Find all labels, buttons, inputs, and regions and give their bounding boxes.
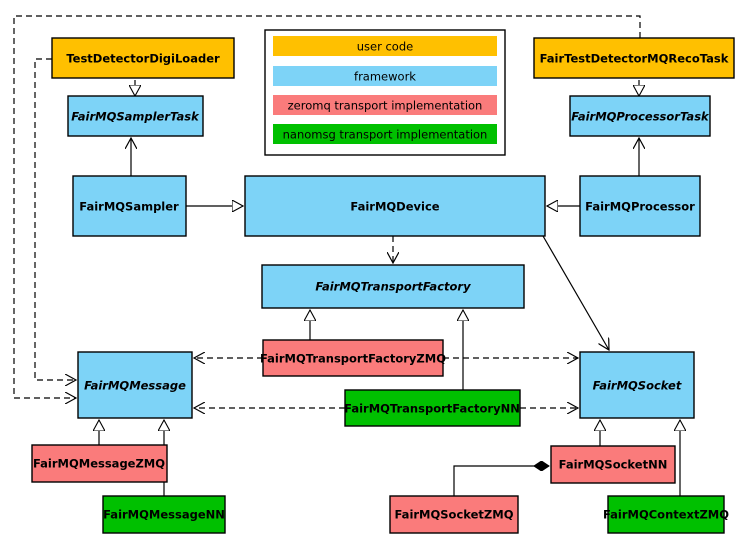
legend-swatch-nanomsg [273,124,497,144]
node-fairmqsocket[interactable]: FairMQSocket [579,351,695,419]
node-label: FairMQProcessor [585,200,695,214]
node-box[interactable] [72,175,187,237]
node-box[interactable] [261,264,525,309]
node-layer: TestDetectorDigiLoader FairTestDetectorM… [31,37,735,534]
node-fairmqmessagenn[interactable]: FairMQMessageNN [102,495,226,534]
legend: user code framework zeromq transport imp… [264,29,506,156]
legend-swatch-user-code [273,36,497,56]
node-box[interactable] [51,37,235,79]
node-box[interactable] [102,495,226,534]
node-label: FairMQMessage [84,379,186,393]
edge-device-to-socket [542,235,609,350]
legend-label-zeromq: zeromq transport implementation [288,99,483,113]
node-label: FairMQSocket [593,379,682,393]
node-label: TestDetectorDigiLoader [66,52,220,66]
node-box[interactable] [579,175,701,237]
node-label: FairTestDetectorMQRecoTask [540,52,729,66]
legend-label-framework: framework [354,70,416,84]
node-box[interactable] [262,339,444,377]
node-fairmqsampler[interactable]: FairMQSampler [72,175,187,237]
node-fairmqmessage[interactable]: FairMQMessage [77,351,193,419]
node-label: FairMQContextZMQ [603,508,729,522]
node-label: FairMQSocketNN [559,458,668,472]
node-fairmqprocessor[interactable]: FairMQProcessor [579,175,701,237]
node-fairmqsocketzmq[interactable]: FairMQSocketNN [550,445,676,484]
node-label: FairMQTransportFactory [315,280,471,294]
node-box[interactable] [67,95,204,137]
node-fairmqtransportfactory[interactable]: FairMQTransportFactory [261,264,525,309]
node-box[interactable] [607,495,725,534]
node-label: FairMQTransportFactoryNN [344,402,520,416]
node-box[interactable] [533,37,735,79]
edge-socketzmq-composition-contextzmq [453,466,549,496]
node-label: FairMQMessageNN [103,508,225,522]
legend-label-user-code: user code [357,40,413,54]
node-box[interactable] [344,389,521,427]
legend-swatch-zeromq [273,95,497,115]
node-label: FairMQDevice [350,200,439,214]
node-box[interactable] [244,175,546,237]
node-box[interactable] [569,95,711,137]
edge-recotask-to-message [13,15,641,398]
node-fairmqdevice[interactable]: FairMQDevice [244,175,546,237]
node-testdetectordigiloader[interactable]: TestDetectorDigiLoader [51,37,235,79]
node-fairmqprocessortask[interactable]: FairMQProcessorTask [569,95,711,137]
node-fairmqtransportfactoryzmq[interactable]: FairMQTransportFactoryZMQ [260,339,446,377]
node-fairmqtransportfactorynn[interactable]: FairMQTransportFactoryNN [344,389,521,427]
node-fairmqsamplertask[interactable]: FairMQSamplerTask [67,95,204,137]
edge-layer [13,15,680,496]
node-label: FairMQProcessorTask [571,110,710,124]
node-box[interactable] [77,351,193,419]
node-box[interactable] [550,445,676,484]
node-box[interactable] [31,444,168,483]
node-fairmqmessagezmq[interactable]: FairMQMessageZMQ [31,444,168,483]
node-box[interactable] [389,495,519,534]
node-label: FairMQMessageZMQ [33,457,165,471]
node-label: FairMQSamplerTask [71,110,200,124]
node-label: FairMQSocketZMQ [395,508,514,522]
node-fairtestdetectormqrecotask[interactable]: FairTestDetectorMQRecoTask [533,37,735,79]
node-label: FairMQTransportFactoryZMQ [260,352,446,366]
node-label: FairMQSampler [79,200,179,214]
legend-label-nanomsg: nanomsg transport implementation [283,128,488,142]
legend-swatch-framework [273,66,497,86]
node-fairmqcontextzmq[interactable]: FairMQSocketZMQ [389,495,519,534]
node-fairmqsocketnn[interactable]: FairMQContextZMQ [603,495,729,534]
node-box[interactable] [579,351,695,419]
